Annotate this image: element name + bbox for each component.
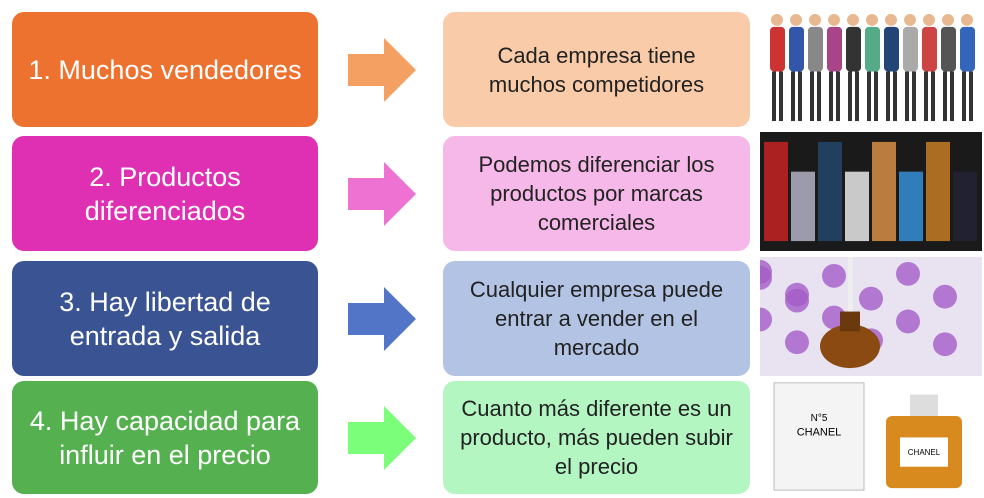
right-arrow-icon [348, 286, 416, 351]
svg-text:N°5: N°5 [811, 413, 828, 424]
essential-oil-lavender-image [760, 257, 982, 376]
explanation-box: Cada empresa tiene muchos competidores [443, 12, 750, 127]
characteristic-box: 2. Productos diferenciados [12, 136, 318, 251]
characteristic-box: 4. Hay capacidad para influir en el prec… [12, 381, 318, 494]
perfume-bottles-brands-image [760, 132, 982, 251]
characteristic-box: 3. Hay libertad de entrada y salida [12, 261, 318, 376]
crowd-of-business-people-image [770, 13, 975, 122]
svg-text:CHANEL: CHANEL [908, 448, 941, 457]
svg-text:CHANEL: CHANEL [797, 427, 842, 439]
right-arrow-icon [348, 37, 416, 102]
explanation-box: Cuanto más diferente es un producto, más… [443, 381, 750, 494]
right-arrow-icon [348, 161, 416, 226]
explanation-box: Podemos diferenciar los productos por ma… [443, 136, 750, 251]
explanation-box: Cualquier empresa puede entrar a vender … [443, 261, 750, 376]
right-arrow-icon [348, 405, 416, 470]
characteristic-box: 1. Muchos vendedores [12, 12, 318, 127]
